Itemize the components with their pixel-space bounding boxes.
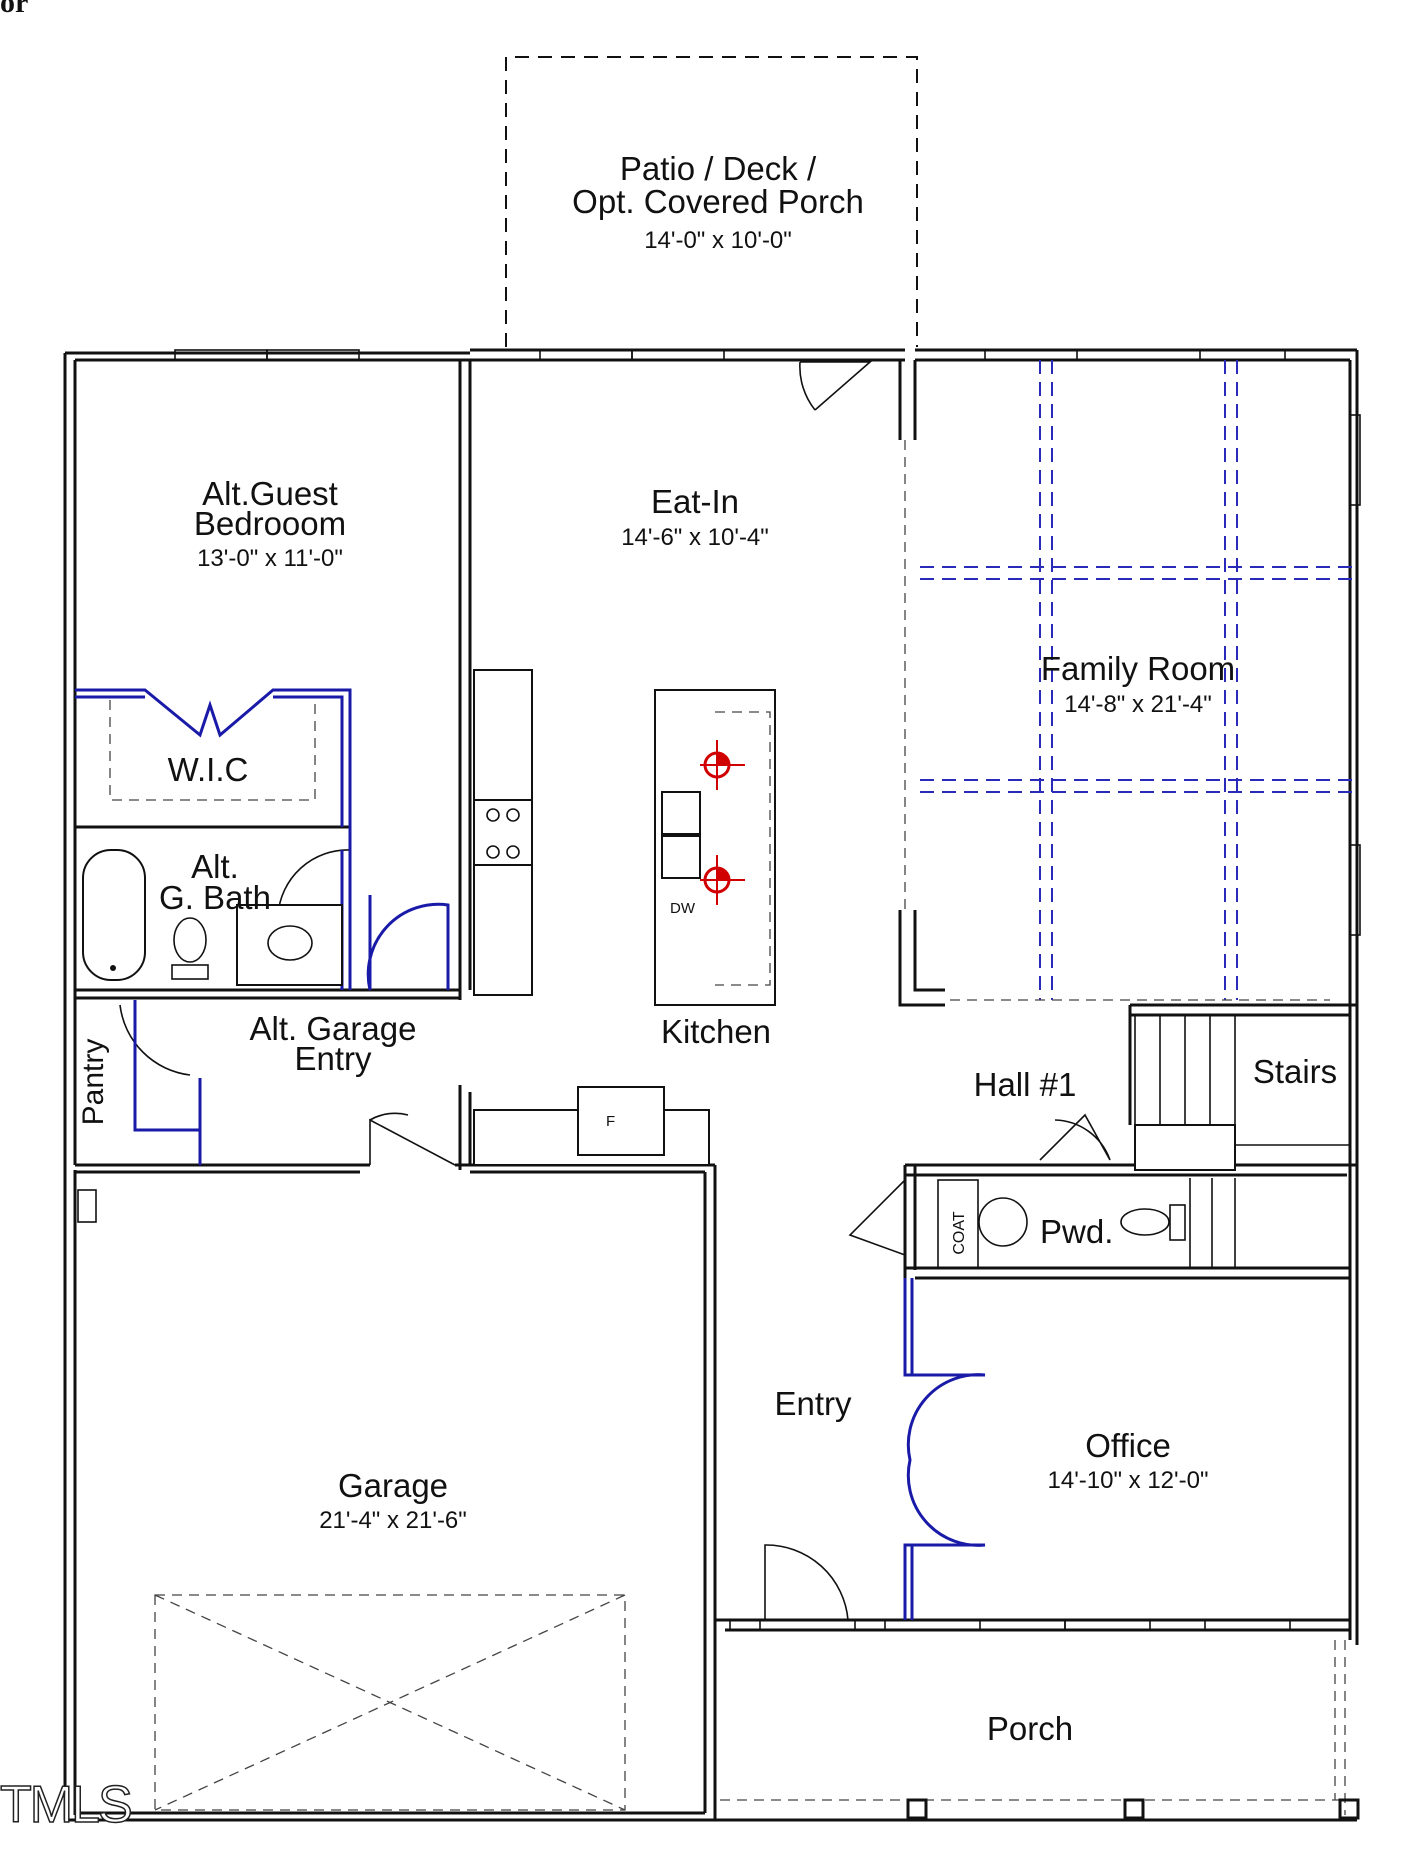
family-ceiling-coffers: [904, 360, 1352, 1001]
family-room-name: Family Room: [1041, 650, 1235, 687]
windows-front: [729, 1619, 1291, 1631]
room-labels: Patio / Deck / Opt. Covered Porch 14'-0"…: [77, 150, 1337, 1747]
garage-door-outline: [154, 1594, 626, 1811]
garage-entry-name-2: Entry: [294, 1040, 372, 1077]
eat-in-name: Eat-In: [651, 483, 739, 520]
family-room-dims: 14'-8" x 21'-4": [1064, 691, 1212, 718]
office-dims: 14'-10" x 12'-0": [1048, 1467, 1209, 1494]
wic-name: W.I.C: [168, 751, 249, 788]
porch-outline: [720, 1640, 1360, 1820]
windows-top: [174, 349, 1361, 936]
guest-bath-name-1: Alt.: [191, 848, 239, 885]
garage-entry-name-1: Alt. Garage: [250, 1010, 417, 1047]
guest-bedroom-name-1: Alt.Guest: [202, 475, 338, 512]
patio-outline: [505, 56, 918, 347]
dishwasher-label: DW: [670, 900, 696, 917]
stairs-graphic: [1134, 1015, 1350, 1268]
patio-name-1: Patio / Deck /: [620, 150, 817, 187]
powder-name: Pwd.: [1040, 1213, 1113, 1250]
eat-in-dims: 14'-6" x 10'-4": [621, 524, 769, 551]
pantry-name: Pantry: [77, 1039, 110, 1126]
guest-bedroom-dims: 13'-0" x 11'-0": [197, 545, 343, 572]
kitchen-name: Kitchen: [661, 1013, 771, 1050]
patio-dims: 14'-0" x 10'-0": [644, 227, 792, 254]
patio-name-2: Opt. Covered Porch: [572, 183, 864, 220]
fridge-label: F: [606, 1113, 615, 1130]
outlet-markers: [700, 740, 745, 905]
doors: [119, 361, 1111, 1621]
mls-watermark: TMLS: [0, 1776, 131, 1834]
entry-name: Entry: [774, 1385, 852, 1422]
kitchen-cabinets: F DW: [473, 669, 776, 1166]
coat-name: COAT: [951, 1211, 968, 1254]
option-walls-blue: [75, 688, 986, 1620]
hall-name: Hall #1: [974, 1066, 1077, 1103]
corner-text: or: [0, 0, 28, 19]
office-name: Office: [1085, 1427, 1171, 1464]
porch-name: Porch: [987, 1710, 1073, 1747]
garage-name: Garage: [338, 1467, 448, 1504]
guest-bath-name-2: G. Bath: [159, 879, 271, 916]
garage-dims: 21'-4" x 21'-6": [319, 1507, 467, 1534]
bath-fixtures: [77, 849, 1186, 1269]
guest-bedroom-name-2: Bedrooom: [194, 505, 346, 542]
stairs-name: Stairs: [1253, 1053, 1337, 1090]
